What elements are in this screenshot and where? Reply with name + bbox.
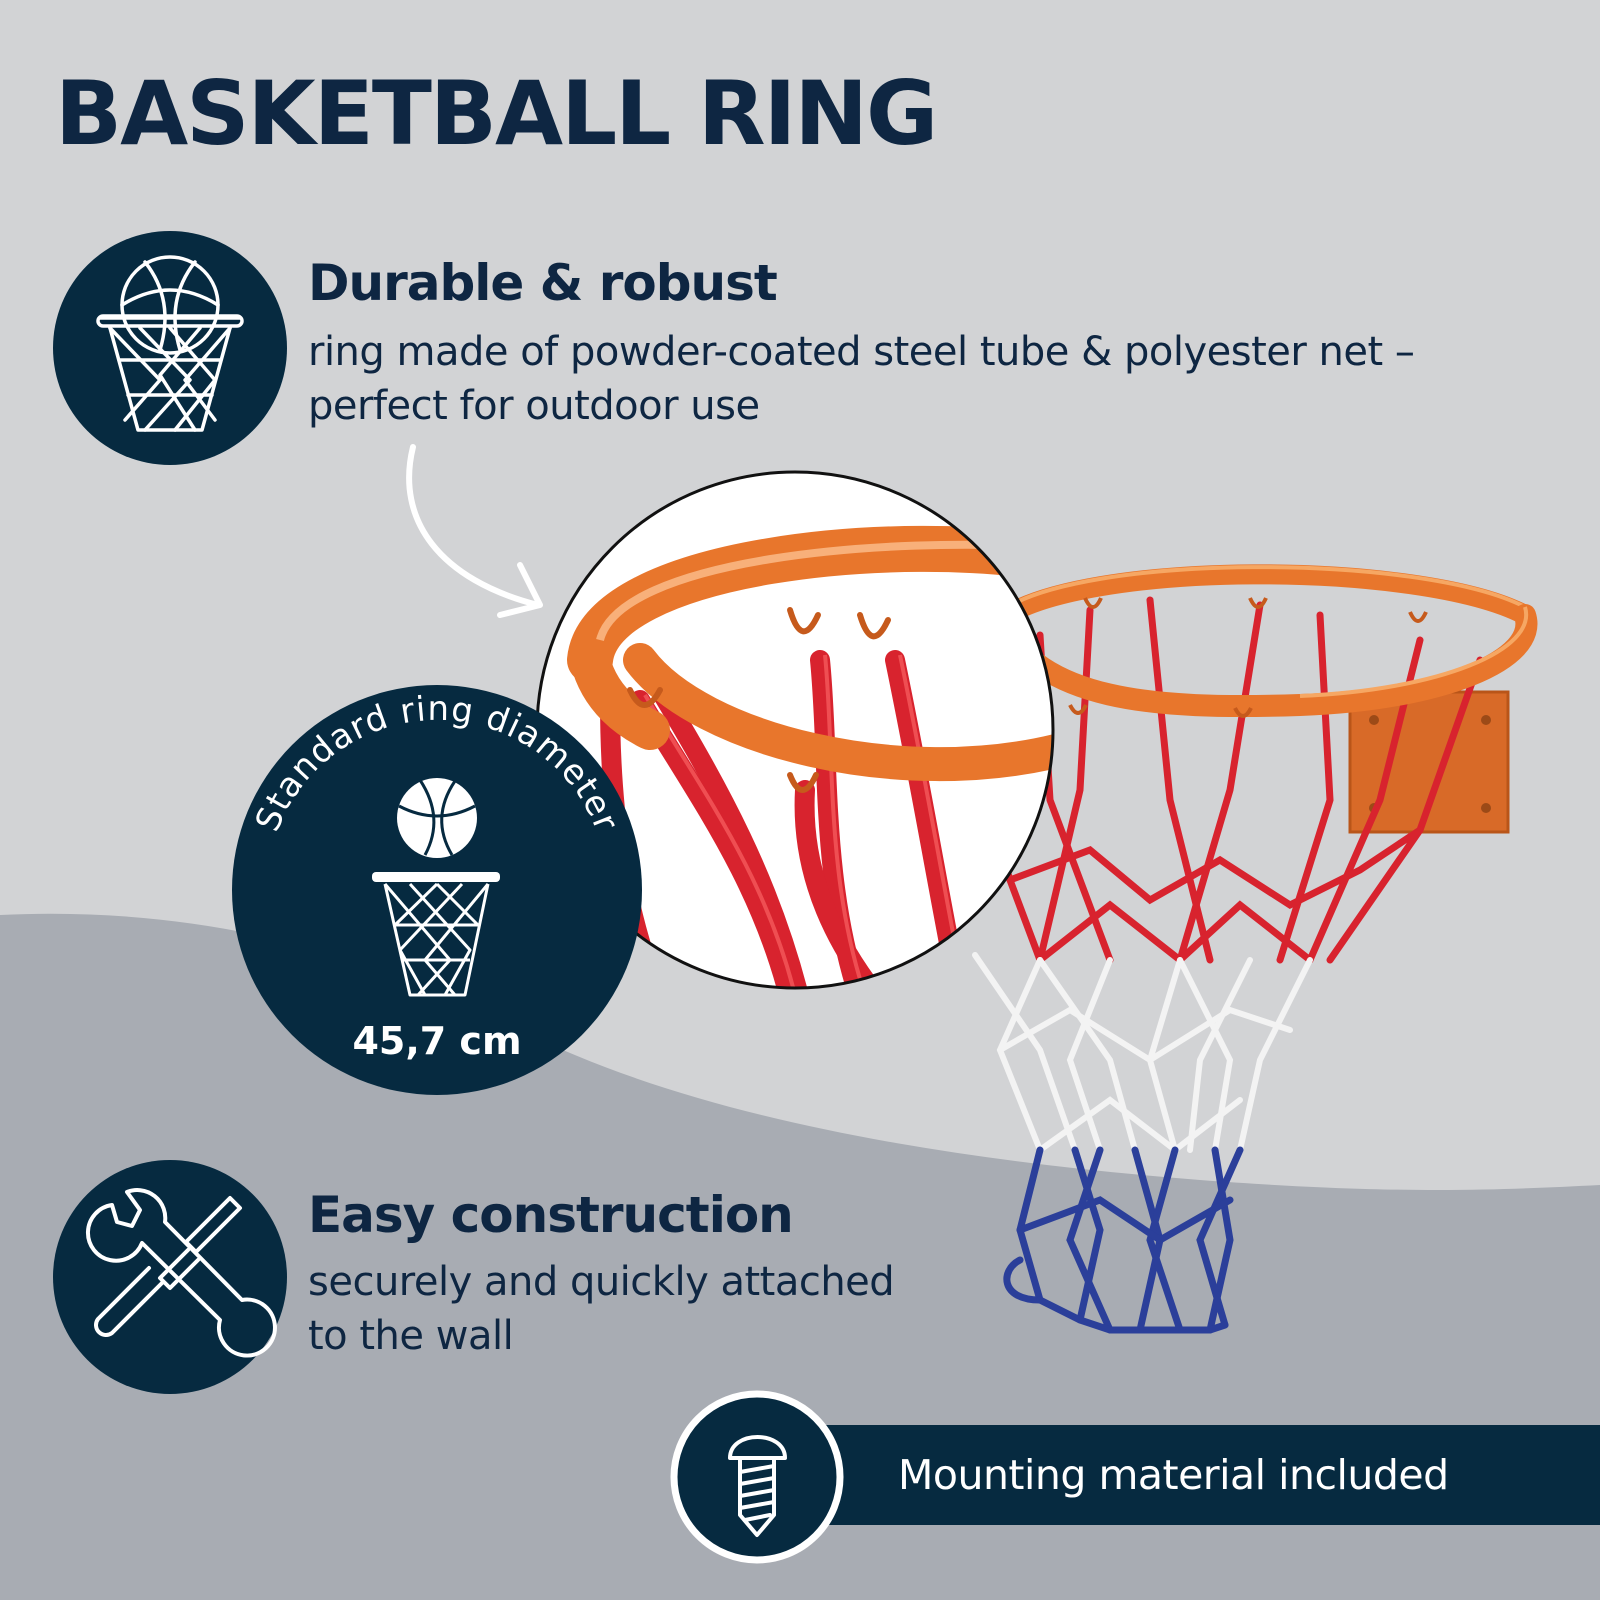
diameter-badge: Standard ring diameter 45,7 cm	[232, 685, 642, 1095]
basketball-hoop-icon	[96, 255, 244, 432]
page-title: BASKETBALL RING	[55, 62, 938, 165]
construction-description-line: to the wall	[308, 1313, 514, 1359]
construction-description: securely and quickly attached to the wal…	[308, 1255, 895, 1363]
construction-description-line: securely and quickly attached	[308, 1259, 895, 1305]
construction-title: Easy construction	[308, 1186, 794, 1244]
durable-badge	[53, 231, 287, 465]
durable-description-line: ring made of powder-coated steel tube & …	[308, 329, 1415, 375]
wrench-screwdriver-icon	[85, 1188, 277, 1358]
durable-title: Durable & robust	[308, 254, 778, 312]
durable-description-line: perfect for outdoor use	[308, 383, 760, 429]
mounting-banner	[670, 1390, 1600, 1564]
callout-arrow	[406, 444, 543, 618]
diameter-value: 45,7 cm	[352, 1019, 521, 1063]
screw-icon	[728, 1435, 787, 1537]
net-white	[972, 952, 1313, 1154]
durable-description: ring made of powder-coated steel tube & …	[308, 325, 1415, 433]
net-blue	[1003, 1146, 1244, 1334]
net-red	[956, 596, 1484, 965]
construction-badge	[53, 1160, 287, 1394]
ball-over-hoop-icon	[372, 778, 500, 997]
mounting-banner-text: Mounting material included	[898, 1451, 1449, 1499]
hoop-photo	[956, 564, 1538, 1334]
